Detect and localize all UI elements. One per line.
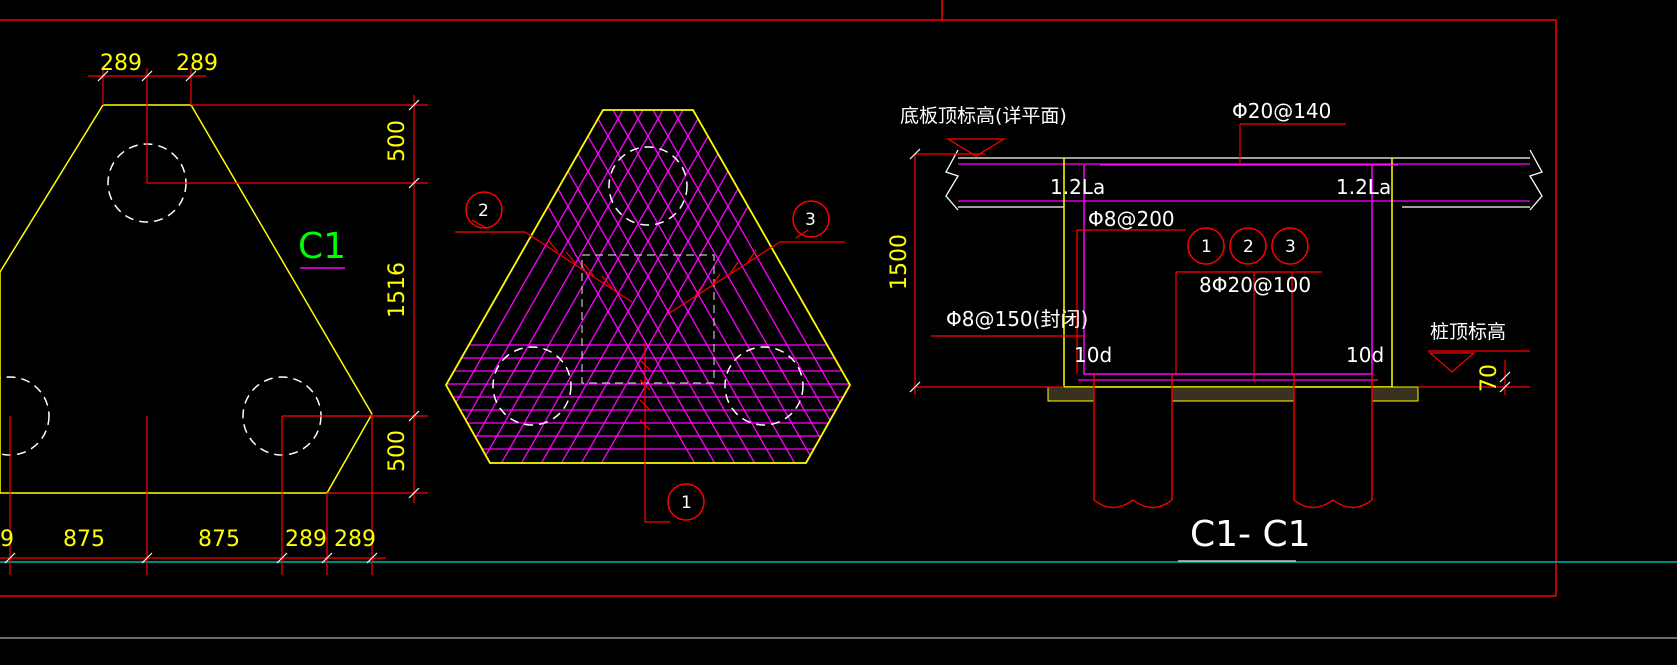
label-top-bar: Φ20@140 bbox=[1232, 99, 1331, 123]
plan-dimension-lines bbox=[0, 68, 428, 575]
label-pile-top: 桩顶标高 bbox=[1430, 321, 1506, 343]
dim-bottom-2: 875 bbox=[198, 527, 240, 552]
plan-label: C1 bbox=[298, 226, 346, 267]
mesh-line-b bbox=[492, 110, 700, 463]
rebar-mesh bbox=[446, 110, 850, 463]
mesh-line-b bbox=[612, 110, 820, 463]
label-side-bar: Φ8@150(封闭) bbox=[946, 307, 1088, 331]
mark-circle-3 bbox=[792, 200, 830, 238]
mesh-line-a bbox=[556, 110, 764, 463]
label-10d-left: 10d bbox=[1074, 343, 1112, 367]
mesh-line-b bbox=[592, 110, 800, 463]
rebar-leaders bbox=[455, 219, 845, 523]
mesh-line-b bbox=[572, 110, 780, 463]
drawing-frame bbox=[0, 0, 1557, 597]
rebar-pile-right bbox=[724, 346, 804, 426]
label-slab-top: 底板顶标高(详平面) bbox=[900, 105, 1067, 127]
section-mark-circle-1 bbox=[1187, 227, 1225, 265]
dim-right-top: 500 bbox=[385, 120, 410, 162]
mesh-line-a bbox=[516, 110, 724, 463]
section-mark-1: 1 bbox=[1201, 237, 1212, 257]
mesh-line-a bbox=[496, 110, 704, 463]
mesh-line-a bbox=[446, 110, 644, 463]
mesh-line-a bbox=[596, 110, 804, 463]
dim-right-mid: 1516 bbox=[385, 262, 410, 318]
mesh-line-b bbox=[652, 110, 850, 463]
label-anchor-left: 1.2La bbox=[1050, 175, 1105, 199]
pile-circle-left bbox=[0, 376, 50, 456]
section-title: C1- C1 bbox=[1190, 514, 1311, 555]
dim-height: 1500 bbox=[887, 234, 912, 290]
section-mark-circle-3 bbox=[1271, 227, 1309, 265]
mesh-line-b bbox=[552, 110, 760, 463]
mesh-line-a bbox=[476, 110, 684, 463]
mesh-line-a bbox=[446, 110, 624, 463]
rebar-pile-top bbox=[608, 146, 688, 226]
mark-3-label: 3 bbox=[805, 210, 816, 230]
dim-top-right: 289 bbox=[176, 51, 218, 76]
mesh-line-a bbox=[576, 110, 784, 463]
section-view: 1 2 3 底板顶标高(详平面) Φ20@140 1.2La 1.2La Φ8@… bbox=[887, 99, 1543, 562]
mesh-line-b bbox=[632, 110, 840, 463]
dim-bottom-4: 289 bbox=[334, 527, 376, 552]
rebar-cap-outline bbox=[444, 109, 852, 464]
mesh-line-b bbox=[512, 110, 720, 463]
dim-bottom-3: 289 bbox=[285, 527, 327, 552]
mark-circle-2 bbox=[465, 191, 503, 229]
dim-top-left: 289 bbox=[100, 51, 142, 76]
elevation-marker-slab bbox=[945, 138, 1007, 157]
cushion-mid bbox=[1171, 386, 1295, 402]
cushion-left bbox=[1047, 386, 1095, 402]
slab-lines bbox=[945, 149, 1543, 211]
plan-view: C1 289 289 500 1516 500 9 875 875 289 28… bbox=[0, 51, 428, 575]
dim-bottom-1: 875 bbox=[63, 527, 105, 552]
rebar-view: 2 3 1 bbox=[444, 109, 852, 523]
mark-2-label: 2 bbox=[478, 201, 489, 221]
rebar-leader-ticks bbox=[547, 239, 757, 431]
column-dashed bbox=[581, 254, 715, 384]
mark-circle-1 bbox=[667, 483, 705, 521]
rebar-pile-left bbox=[492, 346, 572, 426]
dim-bottom-partial: 9 bbox=[0, 527, 14, 552]
mesh-line-a bbox=[456, 110, 664, 463]
label-main-bar: 8Φ20@100 bbox=[1199, 273, 1311, 297]
label-anchor-right: 1.2La bbox=[1336, 175, 1391, 199]
cap-stirrup bbox=[1083, 165, 1373, 375]
elevation-marker-pile bbox=[1428, 352, 1476, 373]
section-mark-circle-2 bbox=[1229, 227, 1267, 265]
mark-1-label: 1 bbox=[681, 493, 692, 513]
mesh-line-b bbox=[672, 110, 850, 463]
piles bbox=[1093, 374, 1373, 509]
section-mark-2: 2 bbox=[1243, 237, 1254, 257]
mesh-line-b bbox=[532, 110, 740, 463]
section-mark-3: 3 bbox=[1285, 237, 1296, 257]
dim-right-bottom: 500 bbox=[385, 430, 410, 472]
plan-ticks bbox=[4, 70, 420, 564]
dim-70: 70 bbox=[1477, 364, 1502, 392]
label-stirrup: Φ8@200 bbox=[1088, 207, 1175, 231]
cushion-right bbox=[1371, 386, 1419, 402]
mesh-line-a bbox=[536, 110, 744, 463]
label-10d-right: 10d bbox=[1346, 343, 1384, 367]
section-ticks bbox=[909, 148, 1511, 393]
